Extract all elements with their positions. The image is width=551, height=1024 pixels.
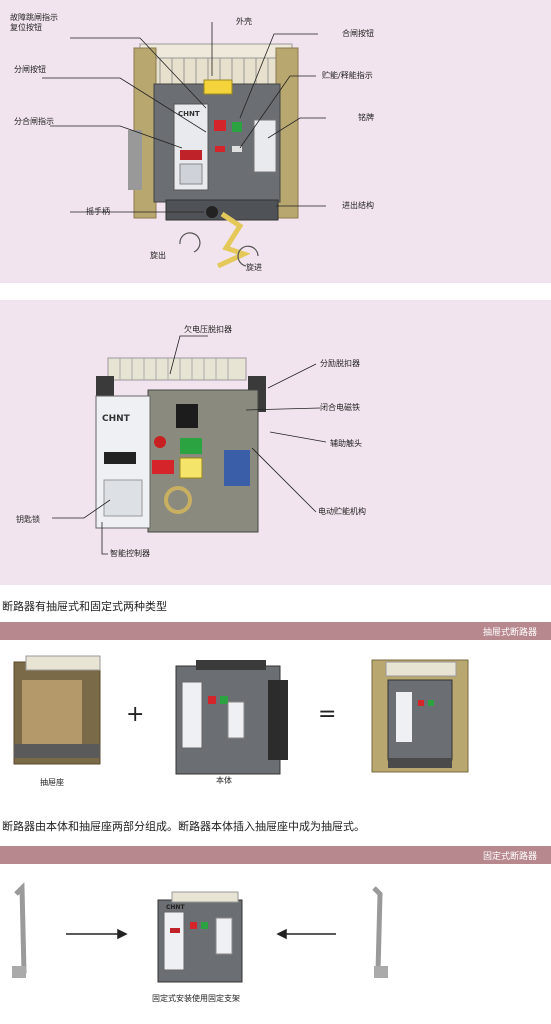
drawer-illustrations	[13, 655, 469, 775]
drawer-assembly-row: + = 抽屉座 本体	[0, 640, 551, 800]
label-housing: 外壳	[236, 17, 252, 26]
assembled-breaker-image	[371, 659, 469, 773]
panel-internal-view: 欠电压脱扣器 分励脱扣器 闭合电磁铁 辅助触头 电动贮能机构 钥匙锁 智能控制器…	[0, 300, 551, 585]
label-crank-handle: 摇手柄	[86, 207, 110, 216]
label-nameplate: 铭牌	[358, 113, 374, 122]
equals-sign: =	[318, 702, 337, 727]
plus-sign: +	[126, 702, 145, 727]
label-motor-mechanism: 电动贮能机构	[318, 507, 366, 516]
right-bracket-image	[372, 886, 388, 978]
label-breaker-body: 本体	[216, 776, 232, 785]
left-bracket-image	[12, 882, 27, 978]
brand-logo: CHNT	[178, 110, 200, 118]
label-drawer-base: 抽屉座	[40, 778, 64, 787]
section-title-fixed: 固定式断路器	[482, 852, 537, 862]
label-fixed-caption: 固定式安装使用固定支架	[152, 994, 240, 1003]
label-shunt-release: 分励脱扣器	[320, 359, 360, 368]
breaker-body-image	[175, 660, 288, 775]
label-undervoltage-release: 欠电压脱扣器	[184, 325, 232, 334]
brand-logo: CHNT	[102, 414, 130, 424]
panel-front-view: 故障跳闸指示 复位按钮 分闸按钮 分合闸指示 摇手柄 外壳 合闸按钮 贮能/释能…	[0, 0, 551, 283]
brand-logo: CHNT	[166, 904, 185, 911]
label-smart-controller: 智能控制器	[110, 549, 150, 558]
label-closing-magnet: 闭合电磁铁	[320, 403, 360, 412]
label-close-button: 合闸按钮	[342, 29, 374, 38]
fixed-assembly-row: CHNT 固定式安装使用固定支架	[0, 864, 551, 1024]
composition-caption: 断路器由本体和抽屉座两部分组成。断路器本体插入抽屉座中成为抽屉式。	[2, 820, 365, 833]
breaker-front-illustration	[42, 22, 326, 269]
label-in-out-mechanism: 进出结构	[342, 201, 374, 210]
breaker-internal-illustration	[52, 335, 327, 555]
label-energy-indicator: 贮能/释能指示	[322, 71, 373, 80]
label-key-lock: 钥匙锁	[16, 515, 40, 524]
types-caption: 断路器有抽屉式和固定式两种类型	[2, 600, 167, 613]
fixed-illustrations	[12, 882, 388, 983]
drawer-base-image	[13, 655, 101, 765]
label-open-close-indicator: 分合闸指示	[14, 117, 54, 126]
label-open-button: 分闸按钮	[14, 65, 46, 74]
section-bar-drawer: 抽屉式断路器	[0, 622, 551, 640]
label-aux-contact: 辅助触头	[330, 439, 362, 448]
section-bar-fixed: 固定式断路器	[0, 846, 551, 864]
label-fault-reset: 故障跳闸指示 复位按钮	[10, 13, 58, 32]
label-rotate-out: 旋出	[150, 251, 166, 260]
section-title-drawer: 抽屉式断路器	[482, 628, 537, 638]
label-rotate-in: 旋进	[246, 263, 262, 272]
fixed-breaker-image	[157, 891, 243, 983]
